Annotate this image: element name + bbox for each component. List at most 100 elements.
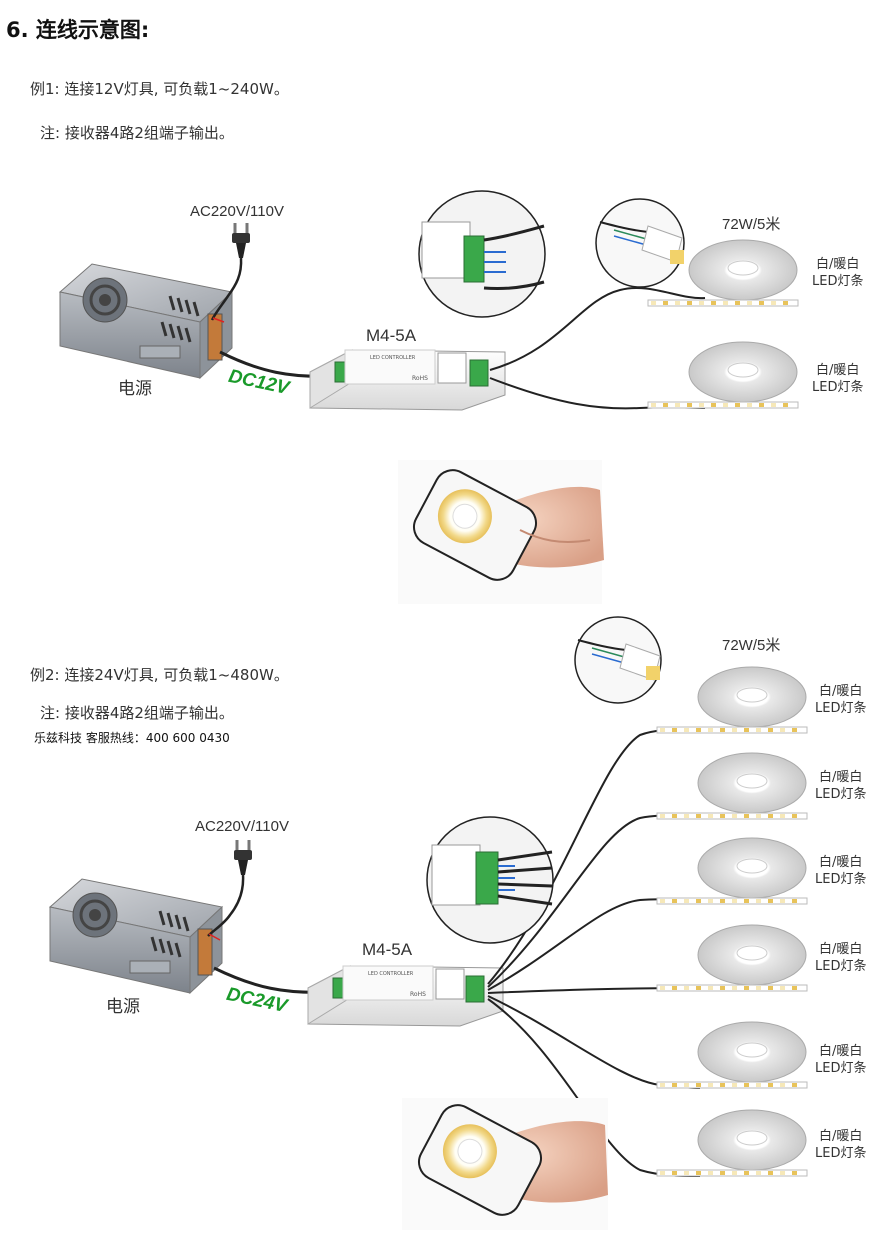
led-chip [744, 1083, 749, 1087]
led-chip [780, 1171, 785, 1175]
led-chip [711, 301, 716, 305]
led-chip [720, 899, 725, 903]
led-chip [768, 728, 773, 732]
led-chip [756, 1171, 761, 1175]
led-chip [732, 899, 737, 903]
led-chip [759, 301, 764, 305]
led-chip [756, 986, 761, 990]
led-chip [696, 728, 701, 732]
strip-label: 白/暖白 LED灯条 [815, 769, 866, 803]
strip-end-zoom-2 [574, 616, 662, 704]
led-chip [660, 1171, 665, 1175]
led-chip [660, 814, 665, 818]
led-chip [756, 728, 761, 732]
led-chip [720, 814, 725, 818]
terminal-zoom-2 [426, 816, 554, 944]
led-chip [687, 301, 692, 305]
company-hotline: 乐兹科技 客服热线：400 600 0430 [34, 731, 230, 745]
led-chip [768, 814, 773, 818]
strip-type-label: LED灯条 [815, 872, 867, 887]
led-chip [708, 728, 713, 732]
controller-model-1: M4-5A [366, 326, 417, 345]
led-chip [735, 301, 740, 305]
led-chip [660, 1083, 665, 1087]
led-chip [780, 1083, 785, 1087]
led-chip [768, 986, 773, 990]
example2-heading: 例2: 连接24V灯具, 可负载1~480W。 [30, 666, 289, 684]
mains-plug-2 [207, 840, 252, 941]
led-chip [780, 899, 785, 903]
led-strip-reel [647, 239, 799, 307]
led-chip [768, 1171, 773, 1175]
led-chip [672, 728, 677, 732]
led-chip [744, 899, 749, 903]
led-chip [708, 1171, 713, 1175]
remote-control-2 [402, 1098, 608, 1230]
led-chip [792, 1083, 797, 1087]
strip-label: 白/暖白 LED灯条 [812, 256, 863, 290]
led-chip [696, 1083, 701, 1087]
led-chip [660, 986, 665, 990]
led-chip [744, 814, 749, 818]
led-strip-reel [656, 837, 808, 905]
strip-color-label: 白/暖白 [819, 1044, 863, 1059]
strip-type-label: LED灯条 [812, 274, 864, 289]
controller-brand-2: LED CONTROLLER [368, 971, 414, 977]
led-chip [684, 899, 689, 903]
led-chip [696, 899, 701, 903]
led-chip [651, 301, 656, 305]
led-chip [660, 728, 665, 732]
led-chip [756, 814, 761, 818]
led-chip [672, 986, 677, 990]
led-chip [720, 728, 725, 732]
controller-2: LED CONTROLLER RoHS [307, 965, 504, 1027]
led-chip [720, 1083, 725, 1087]
led-chip [732, 1171, 737, 1175]
strip-color-label: 白/暖白 [816, 257, 860, 272]
led-chip [792, 1171, 797, 1175]
led-chip [663, 403, 668, 407]
led-chip [684, 986, 689, 990]
led-chip [783, 301, 788, 305]
led-chip [747, 403, 752, 407]
example1-heading: 例1: 连接12V灯具, 可负载1~240W。 [30, 80, 289, 98]
led-chip [684, 1083, 689, 1087]
led-chip [720, 986, 725, 990]
led-chip [792, 814, 797, 818]
led-chip [732, 986, 737, 990]
example2-note: 注: 接收器4路2组端子输出。 [40, 704, 234, 722]
strip-type-label: LED灯条 [815, 701, 867, 716]
led-chip [672, 1083, 677, 1087]
led-chip [732, 728, 737, 732]
led-chip [792, 986, 797, 990]
led-chip [747, 301, 752, 305]
strip-color-label: 白/暖白 [819, 1129, 863, 1144]
led-chip [723, 403, 728, 407]
led-chip [651, 403, 656, 407]
led-chip [756, 899, 761, 903]
led-strip-reel [656, 752, 808, 820]
led-chip [696, 814, 701, 818]
remote-control-1 [398, 460, 604, 604]
led-chip [699, 403, 704, 407]
led-chip [768, 1083, 773, 1087]
led-chip [768, 899, 773, 903]
controller-brand-1: LED CONTROLLER [370, 355, 416, 361]
led-chip [771, 301, 776, 305]
led-chip [792, 728, 797, 732]
led-strip-reel [656, 924, 808, 992]
mains-label-1: AC220V/110V [190, 203, 284, 220]
strip-power-label-2: 72W/5米 [722, 637, 781, 654]
led-chip [771, 403, 776, 407]
led-chip [663, 301, 668, 305]
strip-type-label: LED灯条 [815, 787, 867, 802]
led-chip [783, 403, 788, 407]
example1-note: 注: 接收器4路2组端子输出。 [40, 124, 234, 142]
controller-rohs-2: RoHS [410, 991, 426, 998]
strip-color-label: 白/暖白 [819, 770, 863, 785]
controller-1: LED CONTROLLER RoHS [309, 349, 506, 411]
